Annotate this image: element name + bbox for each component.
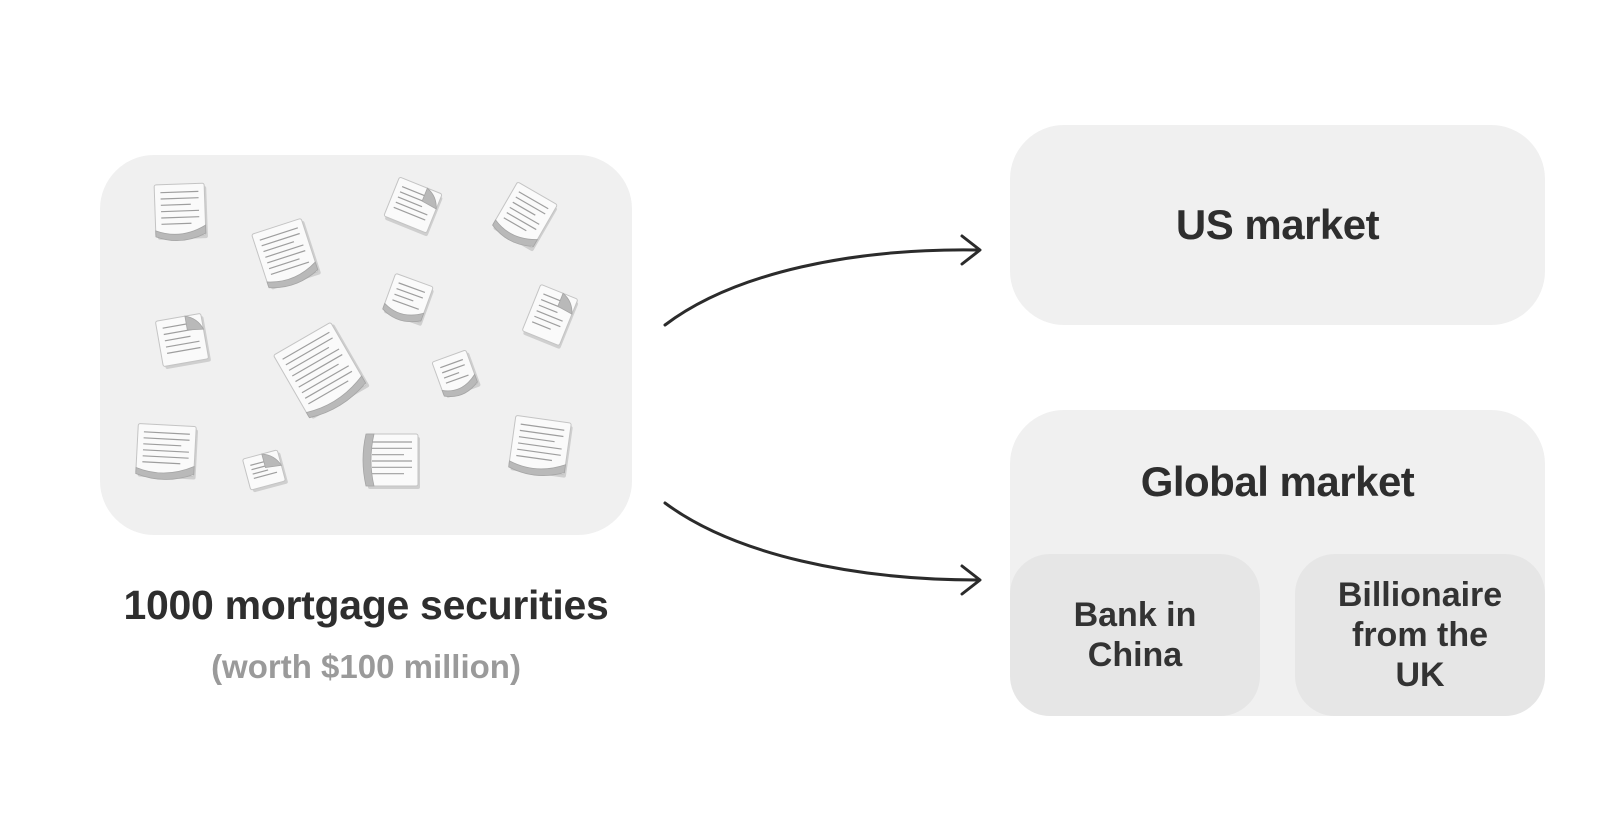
billionaire-uk-label: Billionaire from the UK: [1337, 576, 1503, 694]
global-market-box: Global market Bank in China Billionaire …: [1010, 410, 1545, 716]
document-icon: [362, 433, 420, 489]
us-market-box: US market: [1010, 125, 1545, 325]
document-icon: [273, 322, 370, 419]
mortgage-documents-illustration: [135, 177, 579, 493]
bank-in-china-label: Bank in China: [1073, 596, 1197, 674]
document-icon: [431, 349, 481, 398]
bank-in-china-box: Bank in China: [1010, 554, 1260, 716]
arrow-right-icon: [960, 564, 982, 596]
document-icon: [382, 273, 434, 326]
arrow-to-global-market: [663, 501, 982, 596]
securities-value: (worth $100 million): [211, 648, 521, 685]
us-market-label: US market: [1175, 201, 1380, 248]
document-icon: [155, 313, 211, 369]
document-icon: [153, 182, 208, 242]
document-icon: [383, 177, 443, 237]
arrow-to-us-market: [663, 234, 982, 327]
document-icon: [242, 449, 288, 493]
billionaire-uk-box: Billionaire from the UK: [1295, 554, 1545, 716]
arrow-right-icon: [960, 234, 982, 266]
securities-title: 1000 mortgage securities: [123, 582, 609, 628]
document-icon: [522, 284, 579, 349]
document-icon: [135, 423, 199, 480]
document-icon: [492, 182, 558, 252]
document-icon: [251, 218, 321, 290]
document-icon: [508, 415, 573, 478]
securities-panel: [100, 155, 632, 535]
global-market-label: Global market: [1140, 458, 1415, 505]
